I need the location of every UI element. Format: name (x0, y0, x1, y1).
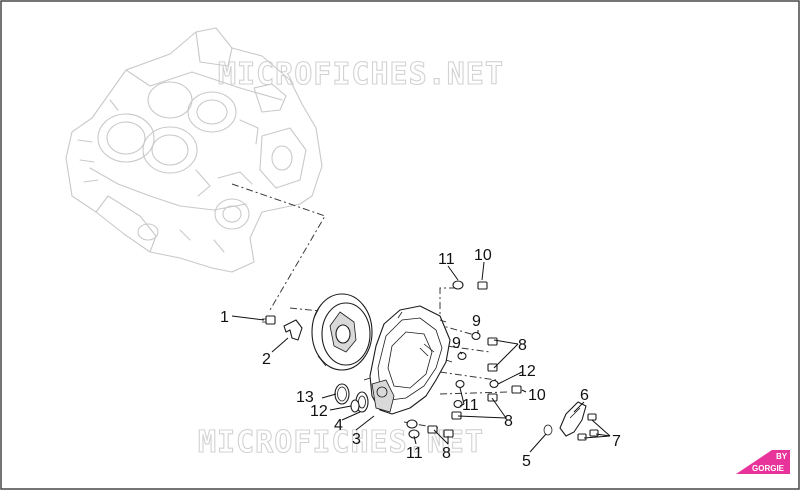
callout-5: 5 (522, 453, 531, 470)
callout-numbers: 1 2 3 4 13 12 5 6 7 11 10 9 9 8 12 10 11… (220, 247, 621, 470)
part-12-washer-left (350, 399, 360, 413)
brand-badge-shape (736, 450, 772, 474)
part-1-bolt (262, 315, 276, 325)
callout-2: 2 (262, 351, 271, 368)
callout-10-top: 10 (474, 247, 492, 264)
callout-11-top: 11 (438, 251, 455, 268)
part-6-fitting (559, 401, 587, 437)
callout-1: 1 (220, 309, 229, 326)
callout-10-right: 10 (528, 387, 546, 404)
watermark-top: MICROFICHES.NET (218, 57, 504, 92)
leader-lines (231, 261, 611, 453)
callout-6: 6 (580, 387, 589, 404)
brand-badge: BY GORGIE (736, 450, 790, 474)
part-3-side-cover (363, 305, 453, 415)
callout-3: 3 (352, 431, 361, 448)
callout-11-bottom: 11 (406, 445, 423, 462)
callout-4: 4 (334, 417, 343, 434)
engine-crankcase-ghost (65, 27, 323, 273)
flywheel-rotor (311, 293, 373, 371)
callout-11-mid: 11 (462, 397, 479, 414)
callout-8-upper: 8 (518, 337, 527, 354)
callout-12-right: 12 (518, 363, 536, 380)
brand-name: GORGIE (752, 464, 785, 473)
brand-badge-accent (772, 450, 790, 474)
callout-7: 7 (612, 433, 621, 450)
callout-13: 13 (296, 389, 314, 406)
part-7-screws (577, 413, 599, 441)
brand-by: BY (776, 452, 788, 461)
callout-9-upper: 9 (472, 313, 481, 330)
callout-8-bottom: 8 (442, 445, 451, 462)
fasteners-group (406, 280, 522, 439)
callout-9-lower: 9 (452, 335, 461, 352)
part-2-bracket (283, 319, 303, 341)
callout-12-left: 12 (310, 403, 328, 420)
callout-8-mid: 8 (504, 413, 513, 430)
part-5-small-o-ring (543, 424, 553, 436)
part-13-ring (334, 383, 350, 405)
